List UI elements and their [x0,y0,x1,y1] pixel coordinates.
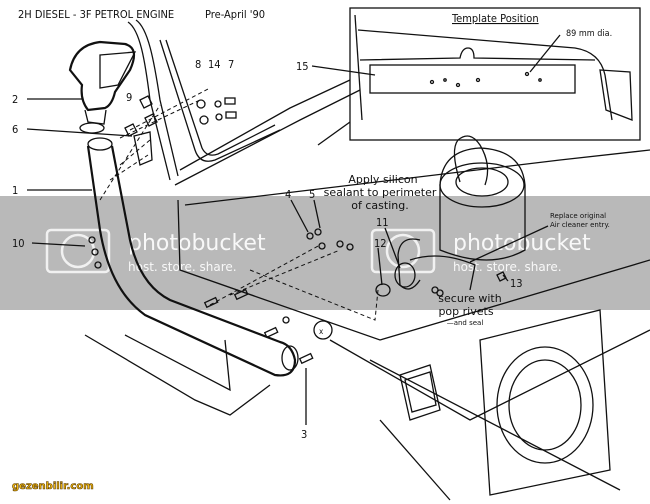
vehicle-body [84,149,650,501]
template-inset [317,7,641,146]
leader-lines [26,65,549,286]
headlamp-housing [479,309,611,496]
rivets-note-1: secure with [438,292,501,305]
label-3: 3 [301,428,307,441]
label-13: 13 [510,277,523,290]
hole-marker [313,320,333,340]
date-title: Pre-April '90 [205,8,265,21]
label-11: 11 [376,216,389,229]
watermark-brand: photobucket [128,231,266,256]
watermark-tagline: host. store. share. [453,260,562,274]
label-12: 12 [374,237,387,250]
snorkel-body [86,137,299,377]
label-4: 4 [285,188,291,201]
snorkel-head [68,40,137,134]
silicon-note-1: Apply silicon [348,173,417,186]
hole-note: 89 mm dia. [566,29,612,39]
mounting-hardware [88,87,354,425]
label-9: 9 [126,91,132,104]
hose-clamp [79,122,105,134]
label-8: 8 [195,58,201,71]
air-cleaner [375,135,526,297]
indicator-lamp [399,364,441,421]
replace-note-2: Air cleaner entry. [550,221,610,229]
camera-icon [45,228,111,274]
template-heading: Template Position [451,12,539,25]
label-5: 5 [309,188,315,201]
replace-note-1: Replace original [550,212,606,220]
label-6: 6 [12,123,18,136]
watermark-tagline: host. store. share. [128,260,237,274]
photobucket-watermark: photobucket host. store. share. photobuc… [0,196,650,310]
label-2: 2 [12,93,18,106]
rivets-note-3: —and seal [447,319,484,327]
rivets-note-2: pop rivets [438,305,493,318]
silicon-note-3: of casting. [351,199,408,212]
label-10: 10 [12,237,25,250]
label-15: 15 [296,60,309,73]
camera-icon [370,228,436,274]
template-plate [369,64,576,94]
label-1: 1 [12,184,18,197]
site-logo: gezenbilir.com [12,481,94,492]
windscreen-frame [127,19,361,186]
label-14: 14 [208,58,221,71]
silicon-note-2: sealant to perimeter [324,186,437,199]
label-7: 7 [228,58,234,71]
hole-marker-label: x [319,327,324,336]
engine-title: 2H DIESEL - 3F PETROL ENGINE [18,8,174,21]
